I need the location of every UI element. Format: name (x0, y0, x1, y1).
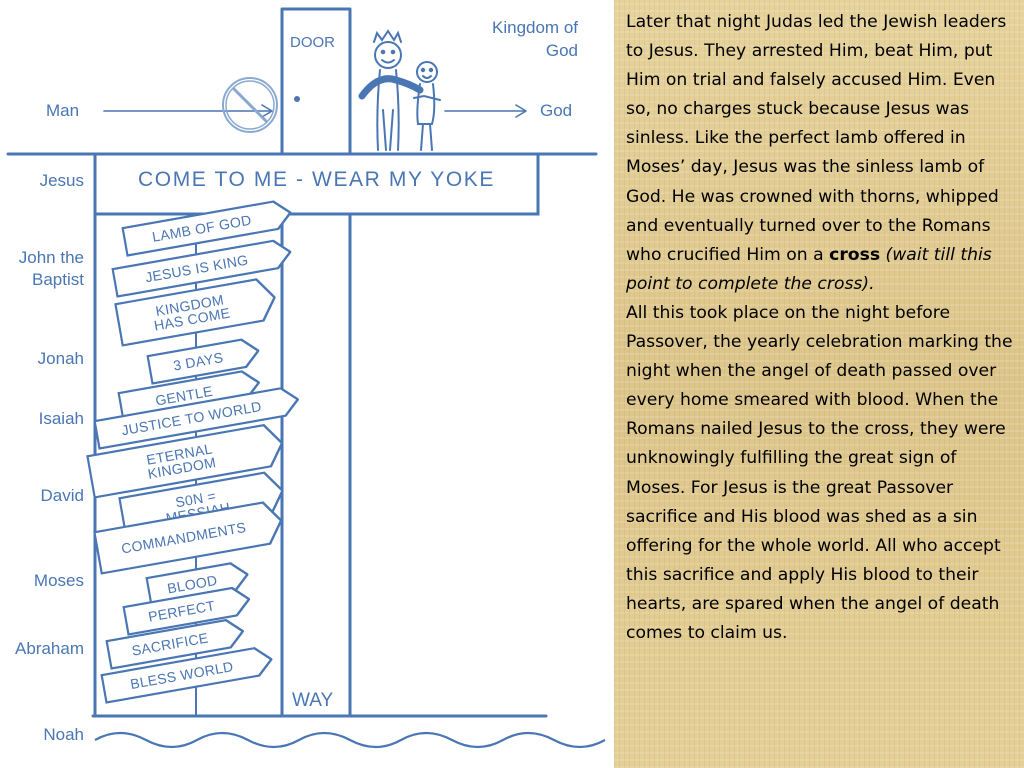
cross-keyword: cross (829, 244, 881, 265)
cross-note: (wait till this point to complete the cr… (626, 244, 992, 294)
signpost-shape (122, 586, 251, 636)
signpost-shape (114, 278, 277, 347)
waves-icon (94, 731, 606, 749)
signpost-shape (105, 618, 245, 670)
signpost: JUSTICE TO WORLD (93, 384, 301, 450)
signpost: PERFECT (122, 584, 252, 636)
man-arrowhead (261, 104, 273, 118)
signpost-shape (86, 423, 284, 499)
signpost: SACRIFICE (105, 616, 246, 670)
era-noah: Noah (43, 725, 84, 744)
signpost-shape (121, 200, 293, 257)
kingdom-label: Kingdom of God (492, 18, 578, 60)
door-frame (280, 7, 352, 718)
yoke-icon (358, 75, 424, 100)
god-arrowhead (515, 104, 527, 118)
banner-text: COME TO ME - WEAR MY YOKE (138, 168, 495, 191)
signpost-shape (93, 501, 283, 575)
no-entry-icon (222, 77, 278, 133)
signpost-shape (100, 646, 274, 704)
signpost: JESUS IS KING (111, 237, 293, 298)
door-label: DOOR (290, 34, 335, 51)
diagram-graphics (6, 7, 606, 749)
door-knob (294, 96, 300, 102)
narrative-panel: Later that night Judas led the Jewish le… (614, 0, 1024, 768)
narrative-paragraph-1: Later that night Judas led the Jewish le… (626, 12, 1007, 294)
era-john-the-baptist: John the Baptist (18, 248, 84, 289)
narrative-paragraph-2: All this took place on the night before … (626, 302, 1013, 643)
way-label: WAY (292, 690, 334, 711)
signpost-shape (93, 386, 300, 450)
era-jonah: Jonah (37, 349, 84, 368)
signpost: 3 DAYS (146, 336, 262, 385)
era-abraham: Abraham (15, 639, 84, 658)
signpost-shape (111, 239, 293, 298)
era-david: David (40, 486, 84, 505)
banner-box (93, 152, 540, 216)
signpost: BLESS WORLD (100, 644, 275, 704)
era-isaiah: Isaiah (38, 409, 84, 428)
ladder-diagram: Man God Kingdom of God DOOR WAY COME TO … (6, 7, 606, 749)
child-figure-icon (413, 61, 441, 151)
era-moses: Moses (33, 571, 84, 590)
man-label: Man (46, 101, 80, 120)
narrative-text: Later that night Judas led the Jewish le… (626, 8, 1018, 648)
signpost: KINGDOM HAS COME (114, 276, 279, 347)
signpost: ETERNAL KINGDOM (86, 421, 287, 499)
crowned-figure-icon (373, 29, 402, 151)
signpost: BLOOD (145, 560, 251, 607)
god-label: God (540, 101, 573, 120)
signpost-shape (146, 338, 261, 385)
signpost-shape (145, 562, 250, 607)
signpost: COMMANDMENTS (93, 499, 286, 575)
signpost: LAMB OF GOD (121, 198, 294, 257)
era-jesus: Jesus (39, 171, 84, 190)
